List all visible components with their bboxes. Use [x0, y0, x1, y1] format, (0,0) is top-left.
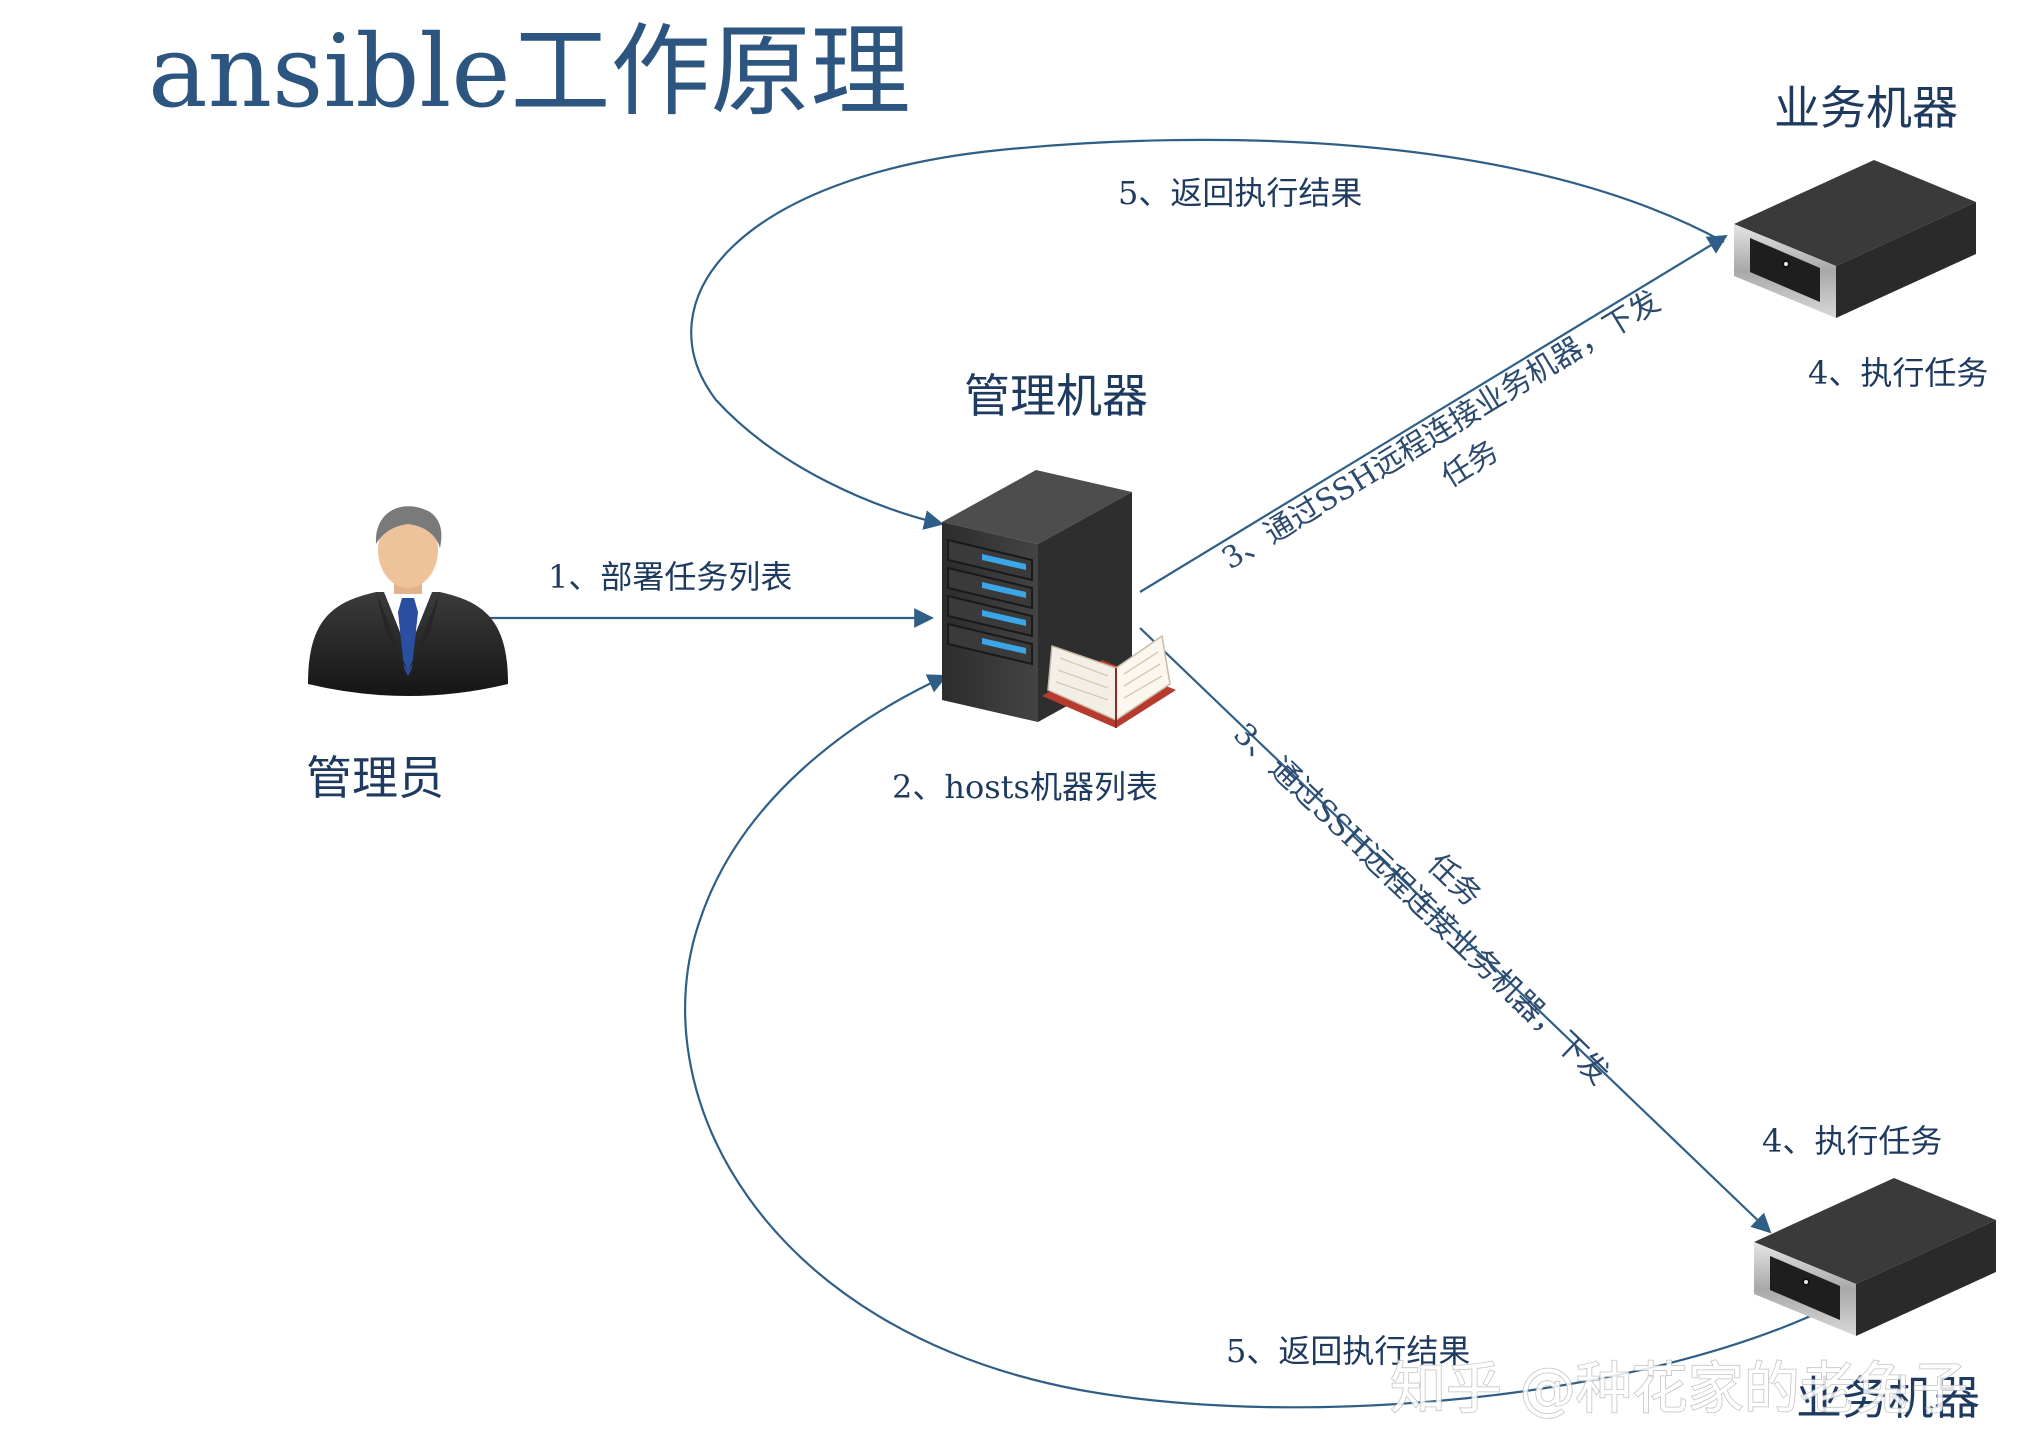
target-bottom-label: 业务机器	[1796, 1371, 1980, 1425]
edge-return-bottom-label: 5、返回执行结果	[1226, 1332, 1470, 1370]
edge-return-top-arrow	[690, 138, 1725, 530]
control-machine-label: 管理机器	[964, 369, 1148, 423]
edge-connect-top-arrow	[1139, 234, 1728, 593]
rack-server-icon	[1734, 160, 1976, 318]
person-icon	[308, 506, 508, 696]
admin-label: 管理员	[306, 751, 444, 805]
svg-text:3、通过SSH远程连接业务机器，下发: 3、通过SSH远程连接业务机器，下发	[1216, 284, 1666, 577]
diagram-title: ansible工作原理	[148, 13, 911, 130]
hosts-list-label: 2、hosts机器列表	[892, 768, 1158, 806]
edge-return-top-label: 5、返回执行结果	[1118, 174, 1362, 212]
watermark: 知乎 @种花家的老兔子	[1390, 1357, 1968, 1422]
rack-server-icon-bottom	[1754, 1178, 1996, 1336]
target-top-task-label: 4、执行任务	[1808, 354, 1988, 392]
edge-return-bottom-arrow	[684, 674, 1833, 1409]
edge-connect-top-label: 3、通过SSH远程连接业务机器，下发 任务	[1216, 284, 1666, 577]
edge-connect-bottom-label: 3、通过SSH远程连接业务机器，下发 任务	[1226, 717, 1615, 1092]
edge-connect-bottom-arrow	[1139, 627, 1772, 1234]
edge-deploy-label: 1、部署任务列表	[548, 558, 792, 596]
target-top-label: 业务机器	[1774, 81, 1958, 135]
target-bottom-task-label: 4、执行任务	[1762, 1122, 1942, 1160]
open-book-icon	[1042, 634, 1176, 728]
svg-text:3、通过SSH远程连接业务机器，下发: 3、通过SSH远程连接业务机器，下发	[1226, 717, 1615, 1092]
